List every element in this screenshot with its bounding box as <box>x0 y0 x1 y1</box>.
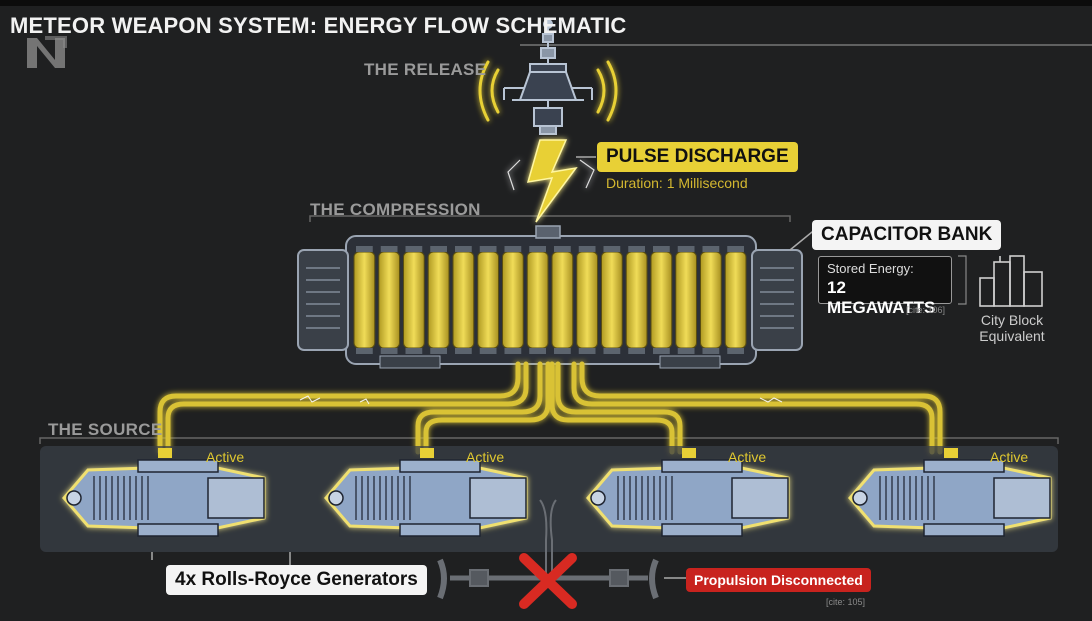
source-bracket <box>39 437 1059 444</box>
page-title: METEOR WEAPON SYSTEM: ENERGY FLOW SCHEMA… <box>10 13 627 38</box>
stored-energy-value: 12 MEGAWATTS <box>827 278 936 317</box>
capacitor-cell <box>427 246 450 354</box>
lightning-bolt-icon <box>507 139 595 223</box>
stored-energy-label: Stored Energy: <box>827 261 914 276</box>
section-label-source: THE SOURCE <box>48 420 163 439</box>
capacitor-cell <box>650 246 673 354</box>
capacitor-cell <box>724 246 747 354</box>
generator-1-status: Active <box>206 449 245 465</box>
power-cables <box>157 361 943 455</box>
capacitor-cell <box>700 246 722 354</box>
propulsion-disconnected-label: Propulsion Disconnected <box>686 568 871 592</box>
capacitor-cell <box>625 246 648 354</box>
capacitor-cell <box>576 246 598 354</box>
release-tower <box>503 19 593 135</box>
generators-count-label: 4x Rolls-Royce Generators <box>166 565 427 595</box>
propulsion-cite: [cite: 105] <box>826 597 866 607</box>
generator-3-status: Active <box>728 449 767 465</box>
city-block-label: City Block Equivalent <box>966 312 1058 344</box>
pulse-duration: Duration: 1 Millisecond <box>606 175 748 191</box>
capacitor-cell <box>526 246 549 354</box>
capacitor-cell <box>601 246 623 354</box>
capacitor-cell <box>353 246 376 354</box>
turbine-generator <box>848 448 1052 537</box>
capacitor-cell <box>452 246 475 354</box>
section-label-compression: THE COMPRESSION <box>310 200 481 219</box>
city-block-icon <box>979 255 1043 307</box>
city-block-line1: City Block <box>980 312 1044 328</box>
capacitor-cell <box>502 246 524 354</box>
capacitor-cell <box>378 246 400 354</box>
capacitor-cite: [cite: 106] <box>906 305 946 315</box>
turbine-generator <box>586 448 790 537</box>
pulse-discharge-label: PULSE DISCHARGE <box>597 142 798 172</box>
compression-bracket <box>309 215 791 222</box>
capacitor-cell <box>403 246 425 354</box>
generator-2-status: Active <box>466 449 505 465</box>
section-label-release: THE RELEASE <box>364 60 487 79</box>
generator-4-status: Active <box>990 449 1029 465</box>
capacitor-bank-label: CAPACITOR BANK <box>812 220 1002 250</box>
generator-bay <box>40 446 1058 552</box>
capacitor-bank <box>297 225 803 369</box>
signal-waves <box>478 60 618 122</box>
city-block-line2: Equivalent <box>979 328 1045 344</box>
capacitor-cell <box>477 246 499 354</box>
stored-energy-box: Stored Energy: 12 MEGAWATTS <box>818 256 952 317</box>
turbine-generator <box>324 448 528 537</box>
logo <box>27 36 67 68</box>
capacitor-cell <box>551 246 574 354</box>
capacitor-cell <box>675 246 697 354</box>
disconnect-x-icon <box>519 553 577 609</box>
turbine-generator <box>62 448 266 537</box>
